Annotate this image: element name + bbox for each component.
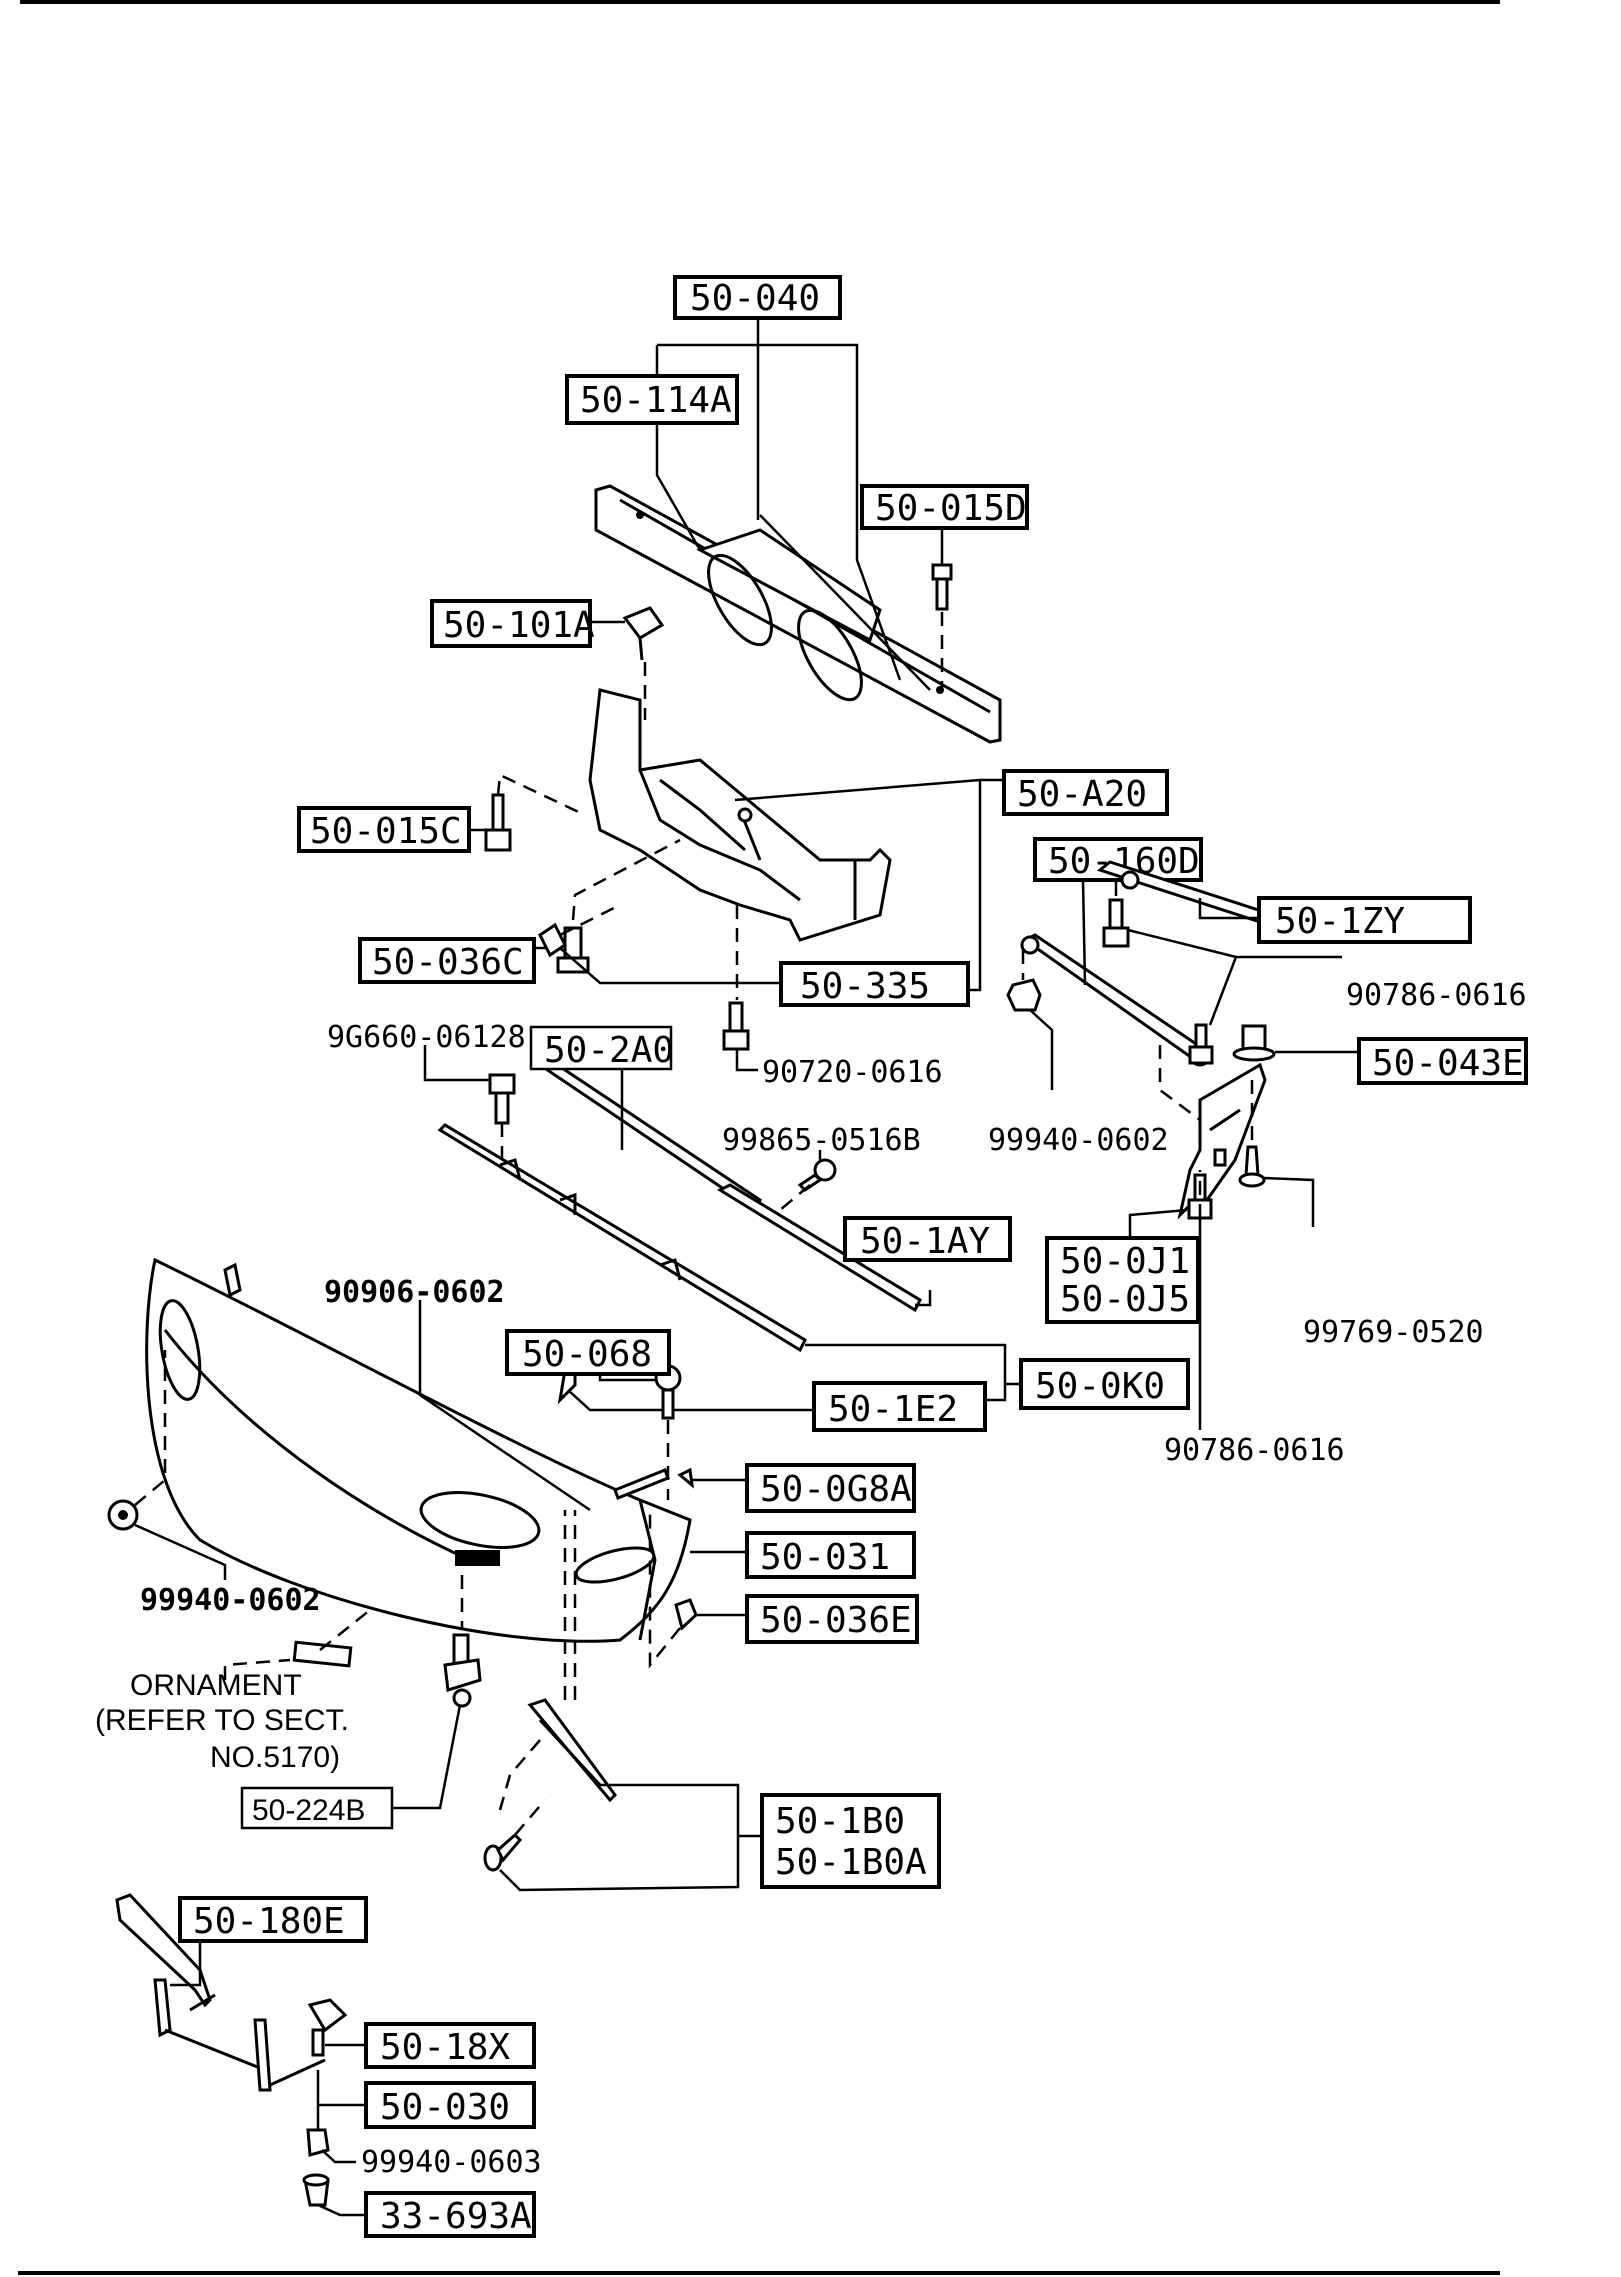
label-50-031[interactable]: 50-031: [745, 1531, 916, 1579]
label-50-1B0-1B0A[interactable]: 50-1B0 50-1B0A: [760, 1793, 941, 1889]
svg-text:50-18X: 50-18X: [380, 2027, 510, 2068]
ornament-note-line3: NO.5170): [210, 1741, 340, 1774]
svg-text:50-101A: 50-101A: [443, 605, 595, 646]
label-50-224B[interactable]: 50-224B: [240, 1786, 394, 1830]
label-50-040[interactable]: 50-040: [673, 275, 842, 320]
label-50-0J1-0J5[interactable]: 50-0J1 50-0J5: [1045, 1236, 1200, 1324]
plate-50-1B0-illustration: [527, 1698, 617, 1803]
label-99865-0516B[interactable]: 99865-0516B: [722, 1123, 921, 1158]
nut-99940-0602-right-icon: [1006, 978, 1042, 1012]
svg-text:50-114A: 50-114A: [580, 380, 732, 421]
svg-text:33-693A: 33-693A: [380, 2196, 532, 2237]
bottom-border-rule: [18, 2271, 1500, 2275]
label-50-0K0[interactable]: 50-0K0: [1019, 1358, 1190, 1410]
top-border-rule: [20, 0, 1500, 4]
nut-50-335-icon: [538, 922, 567, 958]
bolt-90786-0616-a-icon: [1102, 898, 1130, 948]
stay-50-030-illustration: [153, 1978, 326, 2092]
clip-50-036E-icon: [674, 1598, 698, 1631]
bolt-90786-0616-b-icon: [1188, 1023, 1214, 1065]
label-99940-0603[interactable]: 99940-0603: [361, 2145, 542, 2180]
svg-text:50-0K0: 50-0K0: [1035, 1366, 1165, 1407]
svg-text:50-068: 50-068: [522, 1334, 652, 1375]
label-50-1AY[interactable]: 50-1AY: [843, 1216, 1012, 1262]
fastener-50-224B-icon: [443, 1633, 482, 1708]
label-50-18X[interactable]: 50-18X: [364, 2022, 536, 2069]
svg-text:50-036C: 50-036C: [372, 942, 524, 983]
svg-text:50-030: 50-030: [380, 2087, 510, 2128]
screw-50-1B0-icon: [483, 1832, 523, 1872]
screw-99865-0516B-icon: [797, 1158, 837, 1192]
svg-text:50-015D: 50-015D: [875, 488, 1027, 529]
nut-99940-0602-left-icon: [107, 1499, 139, 1531]
clip-50-101A-icon: [622, 606, 665, 661]
label-50-0G8A[interactable]: 50-0G8A: [745, 1463, 916, 1513]
stay-50-160D-illustration: [1020, 933, 1212, 1067]
label-50-036E[interactable]: 50-036E: [745, 1594, 919, 1644]
label-50-036C[interactable]: 50-036C: [358, 937, 536, 984]
label-50-015C[interactable]: 50-015C: [297, 806, 471, 853]
ornament-note-line2: (REFER TO SECT.: [95, 1704, 349, 1737]
grommet-33-693A-icon: [302, 2173, 330, 2207]
label-50-1ZY[interactable]: 50-1ZY: [1257, 896, 1472, 944]
label-99940-0602-right[interactable]: 99940-0602: [988, 1123, 1169, 1158]
label-50-A20[interactable]: 50-A20: [1002, 769, 1169, 816]
bolt-50-18X-icon: [307, 1998, 348, 2057]
label-50-1E2[interactable]: 50-1E2: [812, 1381, 987, 1432]
svg-text:50-036E: 50-036E: [760, 1600, 912, 1641]
strip-50-0G8A-icon: [613, 1467, 694, 1500]
svg-text:50-0J5: 50-0J5: [1060, 1279, 1190, 1320]
label-50-030[interactable]: 50-030: [364, 2081, 536, 2129]
svg-text:50-2A0: 50-2A0: [544, 1030, 674, 1071]
svg-text:50-0G8A: 50-0G8A: [760, 1469, 912, 1510]
label-50-114A[interactable]: 50-114A: [565, 374, 739, 425]
label-9G660-06128[interactable]: 9G660-06128: [327, 1020, 526, 1055]
svg-text:50-1B0A: 50-1B0A: [775, 1842, 927, 1883]
label-90906-0602[interactable]: 90906-0602: [324, 1275, 505, 1310]
bolt-9G660-06128-icon: [488, 1073, 516, 1125]
screw-99769-0520-icon: [1238, 1145, 1266, 1188]
bumper-fascia-illustration: [145, 1257, 692, 1643]
label-50-043E[interactable]: 50-043E: [1357, 1037, 1528, 1085]
label-99940-0602-left[interactable]: 99940-0602: [140, 1583, 321, 1618]
lower-rail-50-0K0-illustration: [437, 1123, 807, 1353]
svg-text:50-0J1: 50-0J1: [1060, 1241, 1190, 1282]
label-50-180E[interactable]: 50-180E: [178, 1896, 368, 1943]
bracket-50-180E-illustration: [115, 1893, 212, 2008]
svg-text:50-043E: 50-043E: [1372, 1043, 1524, 1084]
label-50-068[interactable]: 50-068: [505, 1329, 671, 1376]
svg-text:50-A20: 50-A20: [1017, 774, 1147, 815]
bolt-50-015D-icon: [931, 563, 953, 611]
bolt-90720-0616-icon: [722, 1001, 750, 1051]
label-50-015D[interactable]: 50-015D: [860, 484, 1029, 530]
nut-99940-0603-icon: [306, 2128, 330, 2157]
bumper-bracket-illustration: [588, 688, 892, 942]
upper-strip-50-2A0-illustration: [537, 1058, 922, 1313]
bolt-50-015C-icon: [484, 793, 512, 852]
svg-text:50-180E: 50-180E: [193, 1901, 345, 1942]
label-99769-0520[interactable]: 99769-0520: [1303, 1315, 1484, 1350]
label-50-2A0[interactable]: 50-2A0: [529, 1025, 674, 1071]
svg-text:50-015C: 50-015C: [310, 811, 462, 852]
label-90786-0616-bottom[interactable]: 90786-0616: [1164, 1433, 1345, 1468]
svg-text:50-1ZY: 50-1ZY: [1275, 901, 1405, 942]
svg-text:50-1B0: 50-1B0: [775, 1801, 905, 1842]
svg-text:50-335: 50-335: [800, 966, 930, 1007]
svg-text:50-1E2: 50-1E2: [828, 1389, 958, 1430]
svg-text:50-031: 50-031: [760, 1537, 890, 1578]
clip-50-043E-icon: [1232, 1024, 1276, 1062]
label-50-101A[interactable]: 50-101A: [430, 599, 595, 648]
label-33-693A[interactable]: 33-693A: [364, 2191, 536, 2238]
svg-text:50-1AY: 50-1AY: [860, 1221, 990, 1262]
svg-text:50-040: 50-040: [690, 278, 820, 319]
label-90720-0616[interactable]: 90720-0616: [762, 1055, 943, 1090]
svg-text:50-224B: 50-224B: [252, 1794, 365, 1827]
label-50-335[interactable]: 50-335: [779, 961, 970, 1007]
ornament-badge-icon: [292, 1640, 353, 1668]
label-90786-0616-top[interactable]: 90786-0616: [1346, 978, 1527, 1013]
bolt-50-068-icon: [654, 1364, 682, 1420]
ornament-note-line1: ORNAMENT: [130, 1669, 302, 1702]
